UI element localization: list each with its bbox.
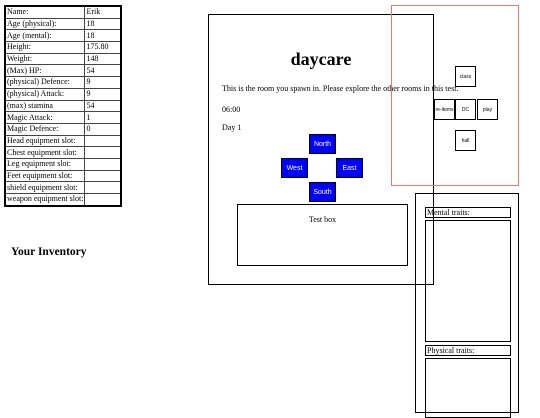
stat-value: 18 bbox=[84, 29, 122, 43]
stats-row: Name:Erik bbox=[4, 5, 122, 19]
stat-value bbox=[84, 157, 122, 171]
stats-row: Magic Attack:1 bbox=[4, 111, 122, 124]
day-counter: Day 1 bbox=[222, 123, 242, 132]
stat-label: Magic Defence: bbox=[4, 122, 86, 136]
stat-value: 54 bbox=[84, 64, 122, 78]
stat-label: Weight: bbox=[4, 52, 86, 66]
stat-value: 148 bbox=[84, 52, 122, 66]
minimap-room-re-items: re-items bbox=[434, 99, 455, 120]
stat-value bbox=[84, 146, 122, 159]
stat-value bbox=[84, 181, 122, 194]
stats-row: Head equipment slot: bbox=[4, 134, 122, 148]
test-box: Test box bbox=[237, 204, 408, 266]
stat-label: Feet equipment slot: bbox=[4, 169, 86, 183]
east-button[interactable]: East bbox=[336, 158, 363, 178]
stats-row: Magic Defence:0 bbox=[4, 122, 122, 136]
stat-value: 1 bbox=[84, 111, 122, 124]
stat-value bbox=[84, 192, 122, 207]
minimap-room-class: class bbox=[455, 66, 476, 87]
stats-row: Age (physical):18 bbox=[4, 17, 122, 31]
stats-row: Feet equipment slot: bbox=[4, 169, 122, 183]
minimap-room-hall: hall bbox=[455, 130, 476, 151]
game-clock: 06:00 bbox=[222, 105, 241, 114]
stat-label: shield equipment slot: bbox=[4, 181, 86, 194]
mental-traits-label: Mental traits: bbox=[425, 207, 511, 218]
west-button[interactable]: West bbox=[281, 158, 308, 178]
room-title: daycare bbox=[290, 49, 352, 69]
mental-traits-box bbox=[425, 220, 511, 342]
stat-label: weapon equipment slot: bbox=[4, 192, 86, 207]
stats-row: Weight:148 bbox=[4, 52, 122, 66]
traits-panel: Mental traits: Physical traits: bbox=[415, 193, 519, 418]
stat-label: Leg equipment slot: bbox=[4, 157, 86, 171]
south-button[interactable]: South bbox=[309, 182, 336, 202]
stat-value: 0 bbox=[84, 122, 122, 136]
stats-row: Chest equipment slot: bbox=[4, 146, 122, 159]
stats-row: Age (mental):18 bbox=[4, 29, 122, 43]
stat-value: 9 bbox=[84, 87, 122, 101]
stat-value bbox=[84, 134, 122, 148]
stats-row: Height:175.80 bbox=[4, 41, 122, 54]
stat-label: (physical) Defence: bbox=[4, 76, 86, 89]
stat-label: Name: bbox=[4, 5, 86, 19]
stat-value: 18 bbox=[84, 17, 122, 31]
stat-value bbox=[84, 169, 122, 183]
stats-row: (physical) Attack:9 bbox=[4, 87, 122, 101]
stat-label: Chest equipment slot: bbox=[4, 146, 86, 159]
stat-label: Age (mental): bbox=[4, 29, 86, 43]
stat-label: Head equipment slot: bbox=[4, 134, 86, 148]
stats-row: weapon equipment slot: bbox=[4, 192, 122, 207]
stat-value: 54 bbox=[84, 99, 122, 113]
room-description: This is the room you spawn in. Please ex… bbox=[222, 84, 459, 93]
stat-label: Age (physical): bbox=[4, 17, 86, 31]
minimap: class re-items DC play hall bbox=[391, 5, 519, 186]
north-button[interactable]: North bbox=[309, 134, 336, 154]
physical-traits-box bbox=[425, 358, 511, 418]
stats-row: shield equipment slot: bbox=[4, 181, 122, 194]
stat-value: 9 bbox=[84, 76, 122, 89]
stat-label: (physical) Attack: bbox=[4, 87, 86, 101]
stat-label: (max) stamina bbox=[4, 99, 86, 113]
stat-value: 175.80 bbox=[84, 41, 122, 54]
stats-row: (physical) Defence:9 bbox=[4, 76, 122, 89]
stats-row: Leg equipment slot: bbox=[4, 157, 122, 171]
stats-row: (Max) HP:54 bbox=[4, 64, 122, 78]
minimap-room-play: play bbox=[477, 99, 498, 120]
physical-traits-label: Physical traits: bbox=[425, 345, 511, 356]
stat-label: Magic Attack: bbox=[4, 111, 86, 124]
minimap-room-dc: DC bbox=[455, 99, 476, 120]
stat-label: Height: bbox=[4, 41, 86, 54]
stat-value: Erik bbox=[84, 5, 122, 19]
inventory-title: Your Inventory bbox=[11, 246, 87, 258]
room-panel: daycare This is the room you spawn in. P… bbox=[208, 14, 458, 285]
stat-label: (Max) HP: bbox=[4, 64, 86, 78]
